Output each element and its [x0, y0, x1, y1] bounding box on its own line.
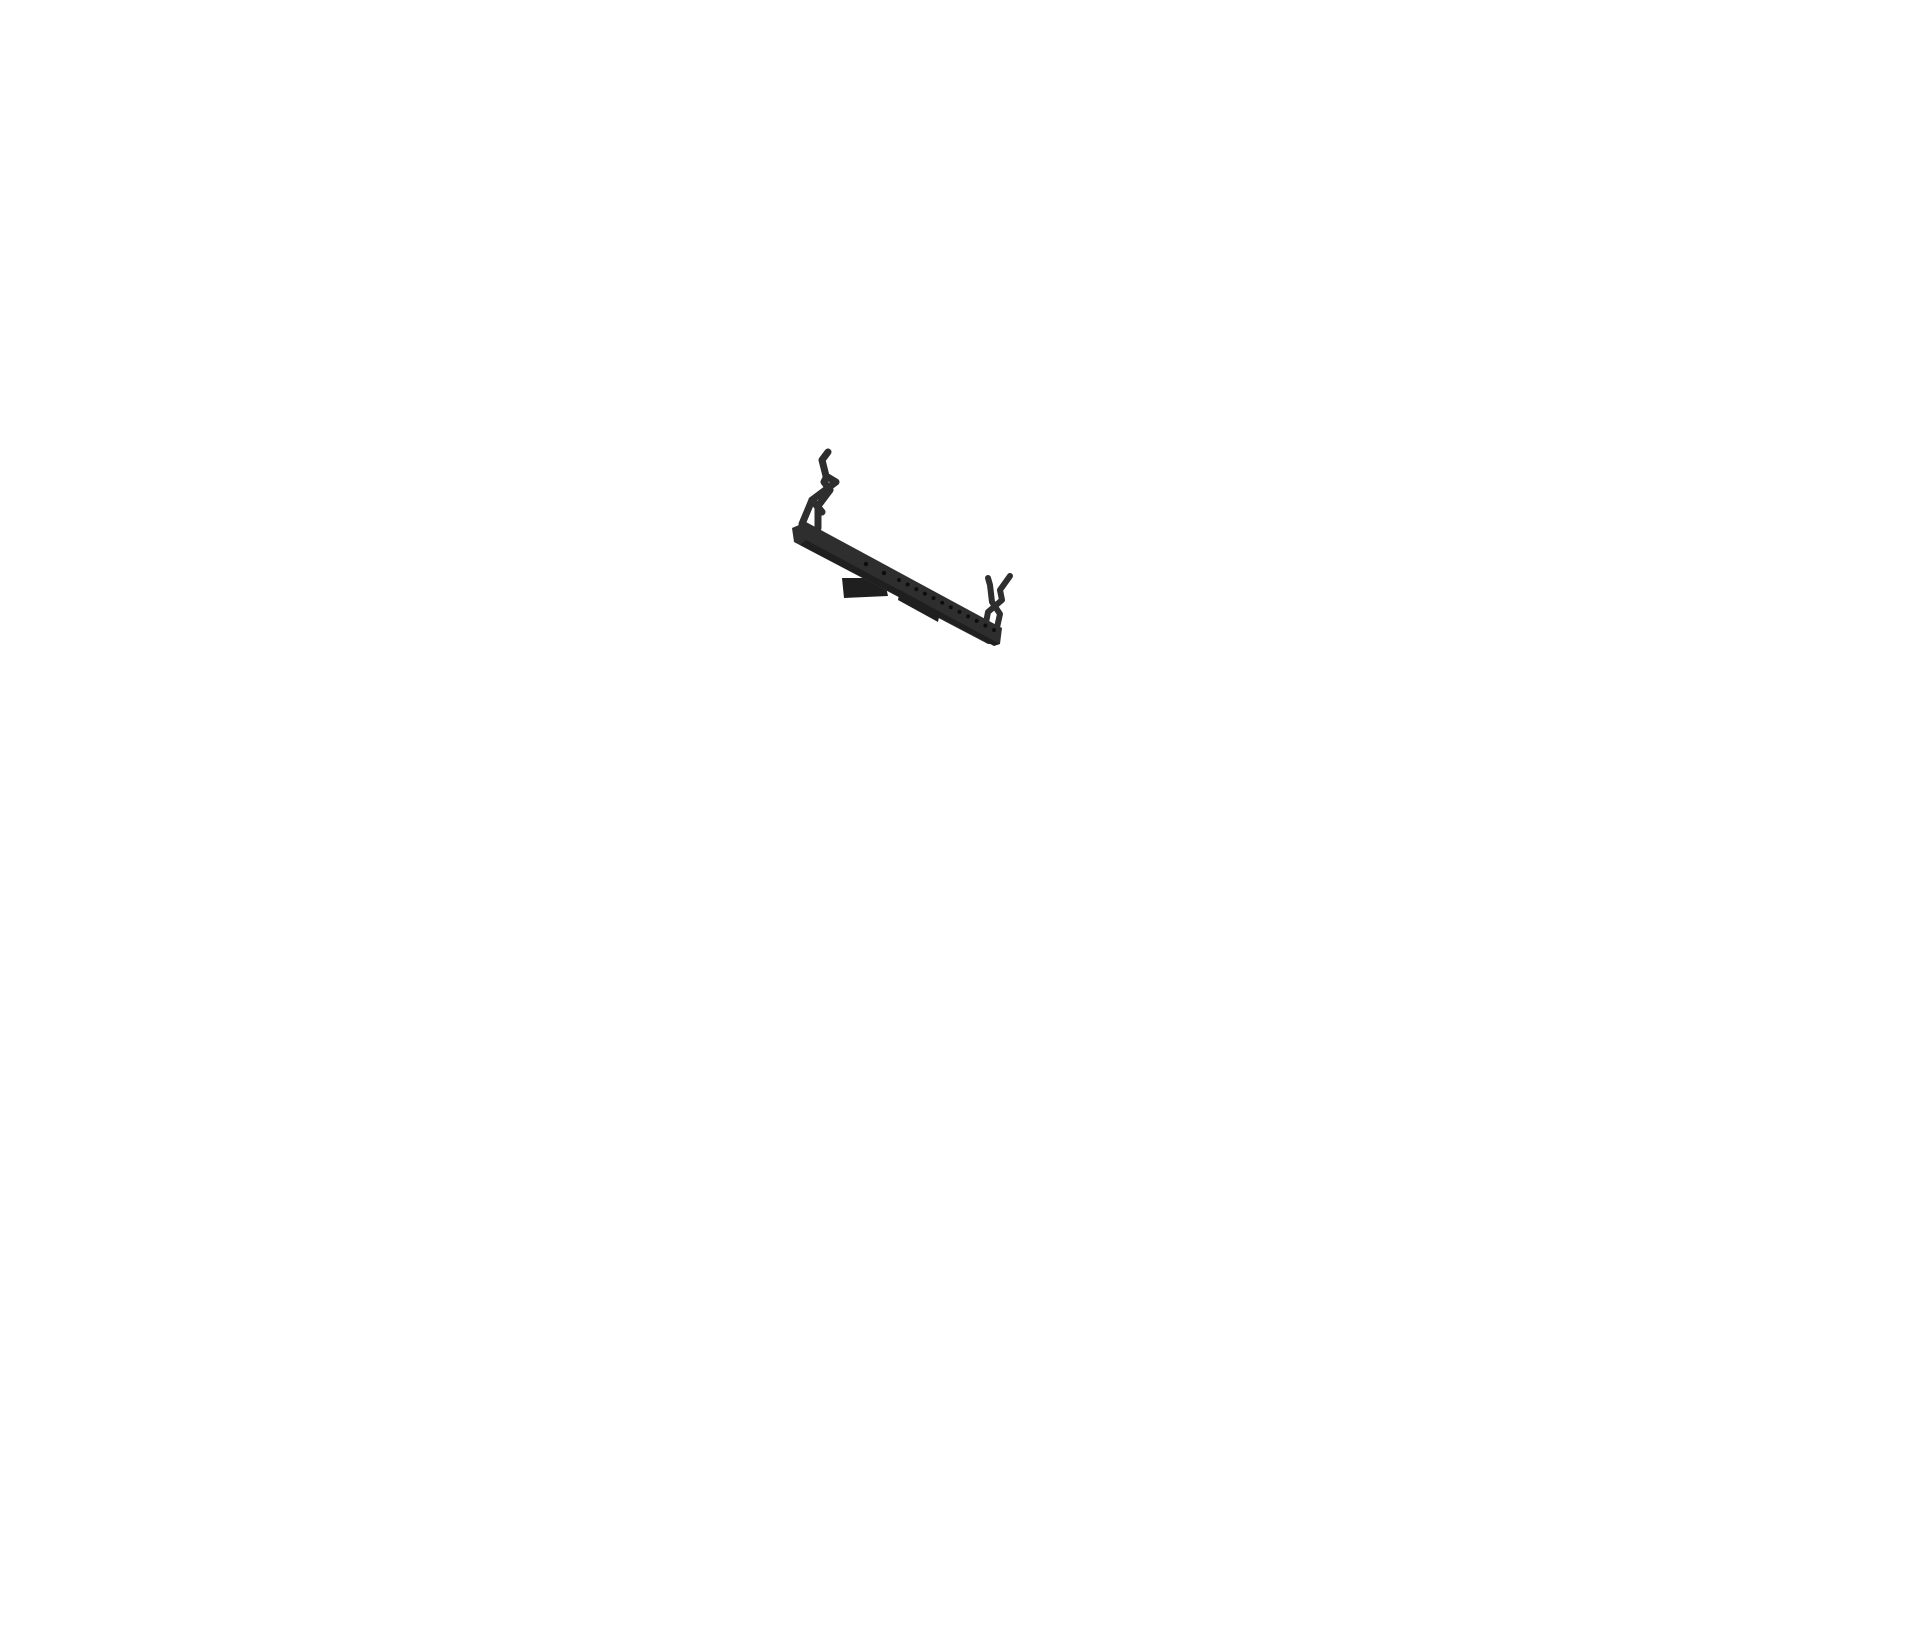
left-hook-front — [808, 474, 834, 532]
adjustment-hole — [931, 596, 936, 601]
adjustment-hole — [881, 570, 887, 576]
adjustment-hole — [863, 561, 869, 567]
adjustment-hole — [983, 623, 988, 628]
adjustment-hole — [992, 628, 996, 632]
adjustment-hole — [957, 609, 962, 614]
left-hook-rear — [798, 448, 840, 528]
adjustment-hole — [922, 591, 927, 596]
adjustment-hole — [974, 618, 979, 623]
adjustment-hole — [897, 578, 901, 582]
adjustment-hole — [940, 600, 945, 605]
crossbar — [792, 522, 1002, 646]
right-hook — [982, 573, 1013, 635]
adjustment-holes — [863, 561, 996, 632]
adjustment-hole — [948, 605, 953, 610]
adjustment-hole — [905, 582, 910, 587]
adjustment-hole — [914, 587, 919, 592]
adjustment-hole — [966, 614, 971, 619]
